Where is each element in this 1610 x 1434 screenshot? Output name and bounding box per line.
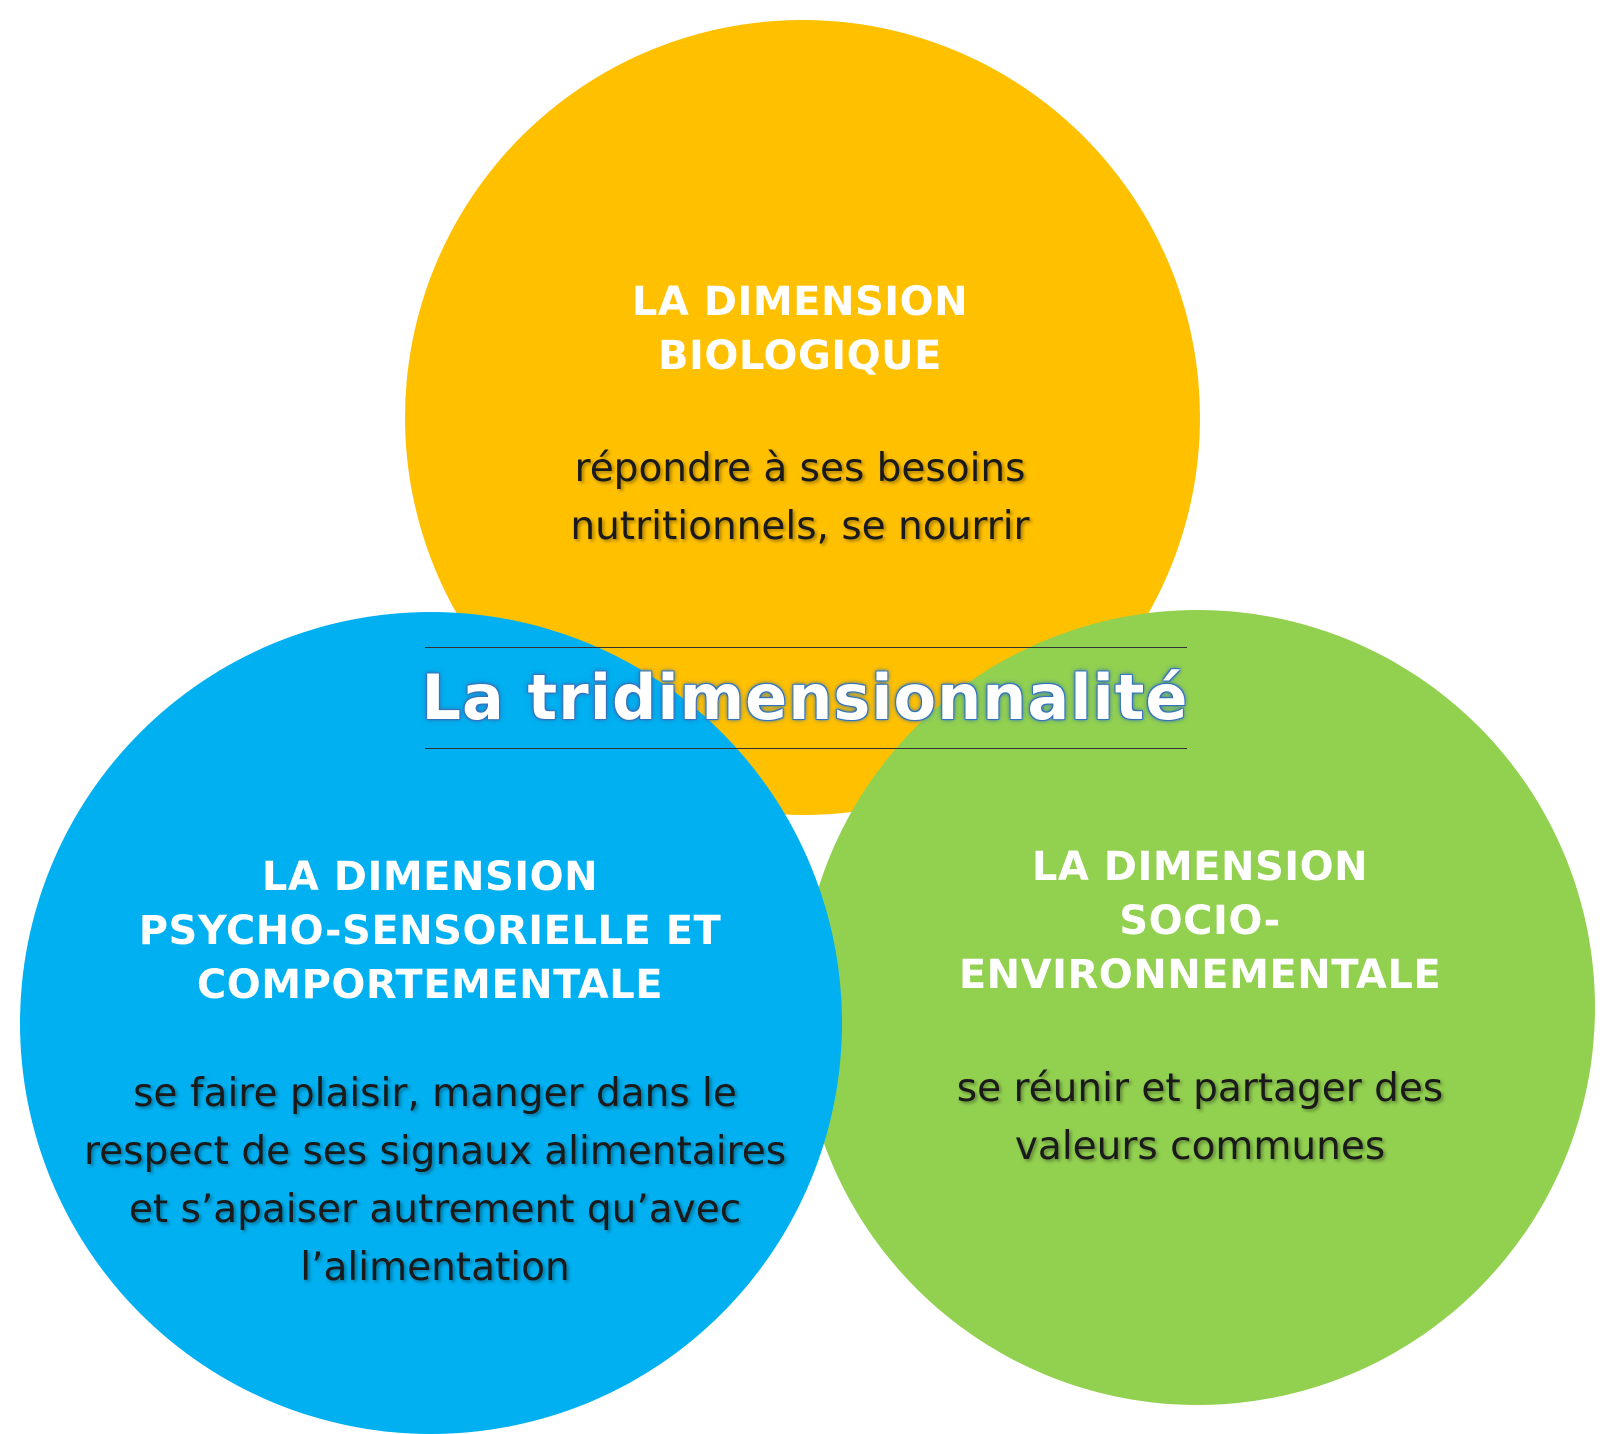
description-line: respect de ses signaux alimentaires <box>83 1129 787 1174</box>
heading-line: PSYCHO-SENSORIELLE ET <box>138 908 722 954</box>
heading-line: ENVIRONNEMENTALE <box>958 952 1442 998</box>
description-line: se réunir et partager des <box>956 1066 1444 1111</box>
heading-line: LA DIMENSION <box>261 854 599 900</box>
heading-line: SOCIO- <box>1119 898 1281 944</box>
diagram-title: La tridimensionnalité <box>421 661 1189 734</box>
description-line: nutritionnels, se nourrir <box>570 504 1030 549</box>
title-top-rule <box>425 647 1187 648</box>
socio-environmental-dimension-circle <box>800 610 1595 1405</box>
psycho-sensory-dimension-heading: LA DIMENSION PSYCHO-SENSORIELLE ET COMPO… <box>130 850 730 1012</box>
heading-line: LA DIMENSION <box>1031 844 1369 890</box>
description-line: répondre à ses besoins <box>574 446 1026 491</box>
biological-dimension-heading: LA DIMENSION BIOLOGIQUE <box>560 275 1040 383</box>
socio-environmental-dimension-heading: LA DIMENSION SOCIO- ENVIRONNEMENTALE <box>910 840 1490 1002</box>
description-line: se faire plaisir, manger dans le <box>133 1071 737 1116</box>
description-line: l’alimentation <box>300 1245 570 1290</box>
description-line: valeurs communes <box>1014 1124 1386 1169</box>
description-line: et s’apaiser autrement qu’avec <box>128 1187 742 1232</box>
socio-environmental-dimension-description: se réunir et partager des valeurs commun… <box>900 1060 1500 1176</box>
heading-line: BIOLOGIQUE <box>658 333 942 379</box>
psycho-sensory-dimension-circle <box>20 612 842 1434</box>
psycho-sensory-dimension-description: se faire plaisir, manger dans le respect… <box>40 1065 830 1297</box>
heading-line: COMPORTEMENTALE <box>196 962 664 1008</box>
title-bottom-rule <box>425 748 1187 749</box>
heading-line: LA DIMENSION <box>631 279 969 325</box>
biological-dimension-description: répondre à ses besoins nutritionnels, se… <box>510 440 1090 556</box>
